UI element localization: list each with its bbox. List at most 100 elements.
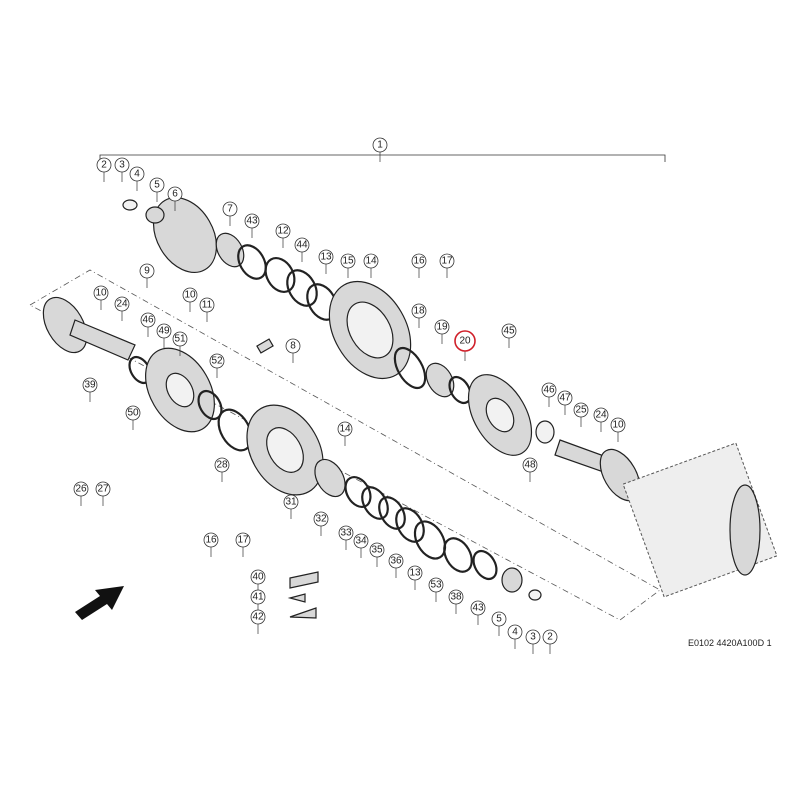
callout-circle: [250, 609, 266, 625]
callout-13[interactable]: 13: [407, 565, 423, 590]
callout-42[interactable]: 42: [250, 609, 266, 634]
callout-3[interactable]: 3: [114, 157, 130, 182]
callout-number: 16: [413, 256, 425, 267]
callout-43[interactable]: 43: [244, 213, 260, 238]
callout-31[interactable]: 31: [283, 494, 299, 519]
callout-circle: [573, 402, 589, 418]
callout-16[interactable]: 16: [203, 532, 219, 557]
callout-number: 10: [184, 290, 196, 301]
callout-circle: [522, 457, 538, 473]
callout-circle: [439, 253, 455, 269]
callout-24[interactable]: 24: [593, 407, 609, 432]
callout-50[interactable]: 50: [125, 405, 141, 430]
callout-28[interactable]: 28: [214, 457, 230, 482]
callout-48[interactable]: 48: [522, 457, 538, 482]
callout-32[interactable]: 32: [313, 511, 329, 536]
callout-16[interactable]: 16: [411, 253, 427, 278]
callout-circle: [507, 624, 523, 640]
callout-number: 8: [290, 341, 296, 352]
callout-41[interactable]: 41: [250, 589, 266, 614]
callout-19[interactable]: 19: [434, 319, 450, 344]
callout-25[interactable]: 25: [573, 402, 589, 427]
callout-number: 51: [174, 334, 186, 345]
callout-26[interactable]: 26: [73, 481, 89, 506]
callout-circle: [93, 285, 109, 301]
callout-circle: [114, 157, 130, 173]
fitting-part-41: [287, 593, 306, 603]
callout-10[interactable]: 10: [93, 285, 109, 310]
callout-circle: [244, 213, 260, 229]
callout-number: 47: [559, 393, 571, 404]
callout-circle: [235, 532, 251, 548]
callout-circle: [501, 323, 517, 339]
callout-8[interactable]: 8: [285, 338, 301, 363]
callout-10[interactable]: 10: [182, 287, 198, 312]
callout-14[interactable]: 14: [363, 253, 379, 278]
callout-12[interactable]: 12: [275, 223, 291, 248]
callout-14[interactable]: 14: [337, 421, 353, 446]
callout-49[interactable]: 49: [156, 323, 172, 348]
callout-number: 5: [496, 614, 502, 625]
callout-51[interactable]: 51: [172, 331, 188, 356]
callout-number: 3: [530, 632, 536, 643]
callout-18[interactable]: 18: [411, 303, 427, 328]
callout-circle: [388, 553, 404, 569]
callout-40[interactable]: 40: [250, 569, 266, 594]
callout-circle: [283, 494, 299, 510]
callout-46[interactable]: 46: [140, 312, 156, 337]
callout-circle: [448, 589, 464, 605]
callout-20[interactable]: 20: [454, 330, 476, 361]
callout-2[interactable]: 2: [96, 157, 112, 182]
callout-circle: [129, 166, 145, 182]
callout-4[interactable]: 4: [129, 166, 145, 191]
callout-circle: [428, 577, 444, 593]
callout-circle: [250, 589, 266, 605]
callout-33[interactable]: 33: [338, 525, 354, 550]
callout-46[interactable]: 46: [541, 382, 557, 407]
callout-number: 2: [547, 632, 553, 643]
callout-11[interactable]: 11: [199, 297, 215, 322]
callout-7[interactable]: 7: [222, 201, 238, 226]
callout-9[interactable]: 9: [139, 263, 155, 288]
callout-number: 27: [97, 484, 109, 495]
callout-number: 11: [202, 300, 213, 311]
callout-circle: [557, 390, 573, 406]
callout-4[interactable]: 4: [507, 624, 523, 649]
callout-2[interactable]: 2: [542, 629, 558, 654]
callout-35[interactable]: 35: [369, 542, 385, 567]
callout-circle: [156, 323, 172, 339]
callout-5[interactable]: 5: [491, 611, 507, 636]
callout-3[interactable]: 3: [525, 629, 541, 654]
callout-10[interactable]: 10: [610, 417, 626, 442]
callout-number: 13: [409, 568, 421, 579]
callout-27[interactable]: 27: [95, 481, 111, 506]
callout-17[interactable]: 17: [439, 253, 455, 278]
callout-number: 39: [84, 380, 96, 391]
callout-45[interactable]: 45: [501, 323, 517, 348]
callout-38[interactable]: 38: [448, 589, 464, 614]
callout-1-assembly[interactable]: 1: [372, 137, 388, 162]
callout-24[interactable]: 24: [114, 296, 130, 321]
callout-13[interactable]: 13: [318, 249, 334, 274]
callout-34[interactable]: 34: [353, 533, 369, 558]
callout-circle: [369, 542, 385, 558]
callout-15[interactable]: 15: [340, 253, 356, 278]
callout-43[interactable]: 43: [470, 600, 486, 625]
callout-circle: [337, 421, 353, 437]
callout-circle: [470, 600, 486, 616]
callout-circle: [95, 481, 111, 497]
callout-47[interactable]: 47: [557, 390, 573, 415]
callout-39[interactable]: 39: [82, 377, 98, 402]
callout-53[interactable]: 53: [428, 577, 444, 602]
callout-6[interactable]: 6: [167, 186, 183, 211]
callout-circle: [182, 287, 198, 303]
callout-number: 46: [543, 385, 555, 396]
callout-52[interactable]: 52: [209, 353, 225, 378]
callout-5[interactable]: 5: [149, 177, 165, 202]
callout-44[interactable]: 44: [294, 237, 310, 262]
callout-circle: [149, 177, 165, 193]
callout-36[interactable]: 36: [388, 553, 404, 578]
callout-17[interactable]: 17: [235, 532, 251, 557]
callout-number: 48: [524, 460, 536, 471]
